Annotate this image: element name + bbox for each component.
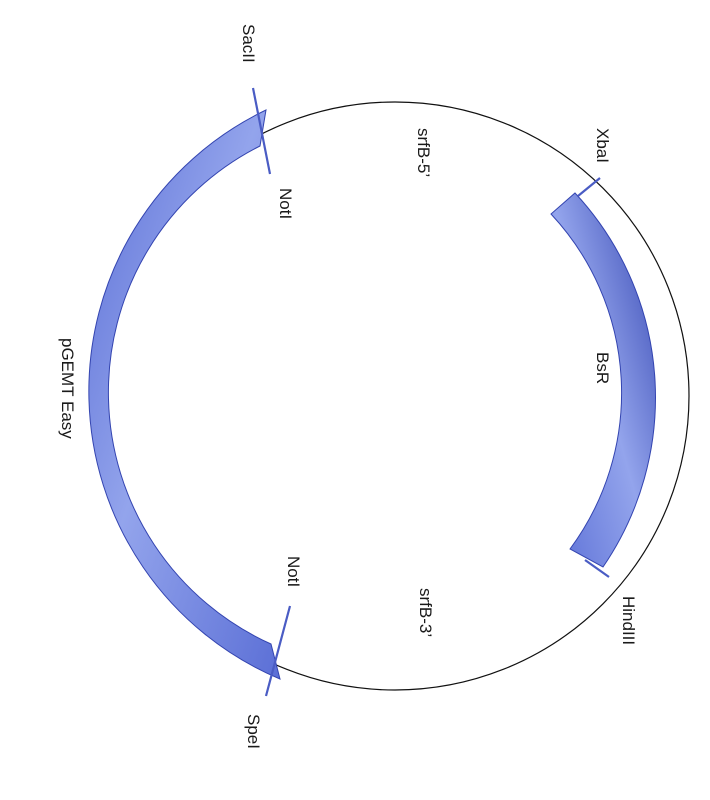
segment-pgemt-easy bbox=[88, 109, 281, 680]
segment-label-pgemt-easy: pGEMT Easy bbox=[58, 338, 77, 439]
site-line-noti-bottom bbox=[264, 605, 292, 697]
segment-label-bsr: BsR bbox=[593, 352, 612, 384]
site-line-xbai bbox=[577, 177, 601, 197]
site-label-xbai: XbaI bbox=[593, 128, 612, 163]
region-label-srfb-3: srfB-3’ bbox=[416, 588, 435, 637]
site-label-noti-top: NotI bbox=[276, 188, 295, 219]
site-line-hindiii bbox=[584, 559, 610, 578]
site-label-hindiii: HindIII bbox=[619, 596, 638, 645]
site-label-noti-bottom: NotI bbox=[284, 556, 303, 587]
site-line-sacii bbox=[251, 87, 272, 175]
site-label-sacii: SacII bbox=[239, 24, 258, 63]
region-label-srfb-5: srfB-5’ bbox=[414, 128, 433, 177]
segment-bsr bbox=[550, 192, 656, 568]
site-label-spei: SpeI bbox=[244, 714, 263, 749]
